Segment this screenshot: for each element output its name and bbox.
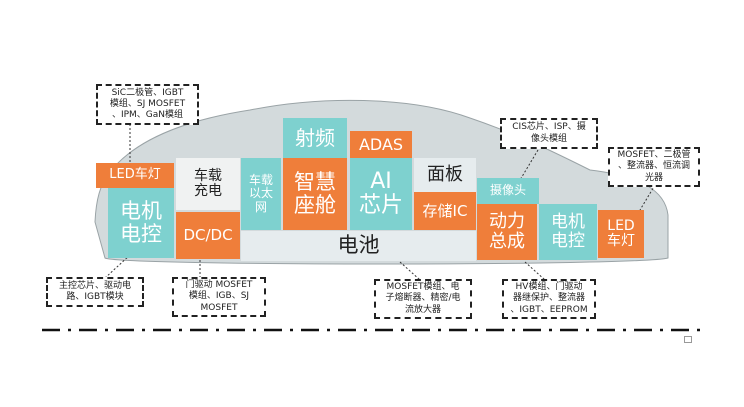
note-motor-control: 主控芯片、驱动电 路、IGBT模块 bbox=[46, 277, 144, 307]
adas-block: ADAS bbox=[350, 131, 412, 158]
dc-dc-block: DC/DC bbox=[176, 212, 240, 259]
note-power-devices: SiC二极管、IGBT 模组、SJ MOSFET 、IPM、GaN模组 bbox=[96, 84, 199, 125]
connector-line bbox=[104, 254, 131, 279]
note-camera-chips: CIS芯片、ISP、摄 像头模组 bbox=[500, 118, 598, 149]
led-car-light-right-block: LED 车灯 bbox=[598, 210, 644, 258]
battery-block: 电池 bbox=[241, 231, 476, 261]
connector-line bbox=[524, 261, 546, 281]
small-dot bbox=[684, 336, 692, 343]
connector-line bbox=[399, 261, 421, 281]
onboard-charger-block: 车载 充电 bbox=[176, 158, 240, 210]
note-powertrain: HV模组、门驱动 器继保护、整流器 、IGBT、EEPROM bbox=[502, 279, 596, 319]
powertrain-block: 动力 总成 bbox=[477, 204, 537, 260]
vehicle-ethernet-block: 车载 以太 网 bbox=[241, 158, 281, 230]
led-car-light-left-block: LED车灯 bbox=[96, 163, 174, 188]
note-led-components: MOSFET、二极管 、整流器、恒流调 光器 bbox=[608, 147, 700, 187]
note-battery: MOSFET模组、电 子熔断器、精密/电 流放大器 bbox=[374, 279, 472, 319]
panel-block: 面板 bbox=[414, 158, 476, 192]
connector-line bbox=[519, 149, 539, 181]
motor-control-right-block: 电机 电控 bbox=[539, 204, 597, 260]
connector-line bbox=[639, 184, 656, 211]
smart-cockpit-block: 智慧 座舱 bbox=[283, 158, 347, 230]
note-dcdc: 门驱动 MOSFET 模组、IGB、SJ MOSFET bbox=[172, 277, 266, 317]
rf-block: 射频 bbox=[283, 118, 347, 158]
ai-chip-block: AI 芯片 bbox=[350, 158, 412, 230]
motor-control-left-block: 电机 电控 bbox=[108, 188, 174, 258]
storage-ic-block: 存储IC bbox=[414, 192, 476, 230]
camera-block: 摄像头 bbox=[477, 178, 539, 204]
